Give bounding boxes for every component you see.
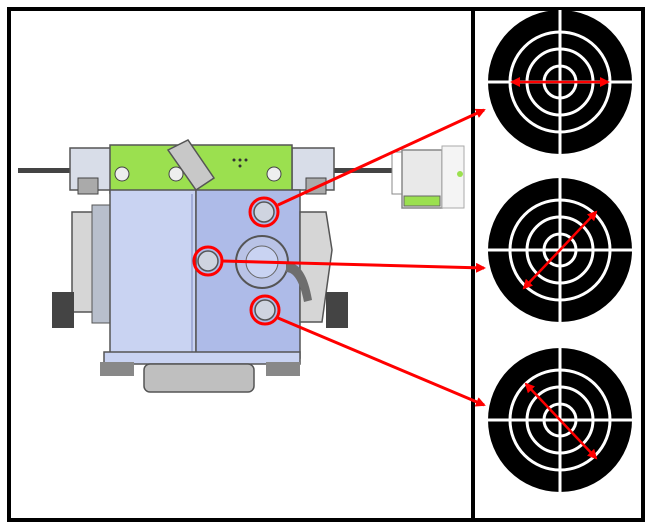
base-foot-right [266,362,300,376]
plate-dot-4 [238,164,242,168]
knob-collar-left [91,204,113,324]
callout-circle-top [248,196,280,228]
callout-arrow-bottom [277,316,486,407]
mount-rod-left [18,168,110,173]
mount-rod-right [320,168,394,173]
reticle-diagonal-up-icon [488,178,632,322]
screw-top-icon [253,201,275,223]
plate-dot-2 [238,158,242,162]
adjust-arrow-diagonal-down [524,382,598,460]
bracket-nut-left [77,177,99,195]
reticle-diagonal-down-icon [488,348,632,492]
spring-clip-icon [286,262,312,302]
mount-base [143,363,255,393]
callout-arrow-top [277,108,486,207]
plate-screw-1-icon [114,166,130,182]
reticle-horizontal-icon [488,10,632,154]
plate-screw-2-icon [168,166,184,182]
accessory-level [391,145,465,209]
callout-arrow-middle [221,259,486,273]
knob-grip-left [52,292,74,328]
plate-dot-3 [244,158,248,162]
plate-dot-1 [232,158,236,162]
mount-post [166,139,216,192]
screw-bottom-icon [254,299,276,321]
plate-screw-3-icon [266,166,282,182]
level-indicator-icon [457,171,463,177]
knob-grip-right [326,292,348,328]
base-foot-left [100,362,134,376]
level-bubble-icon [403,195,441,207]
screw-middle-icon [197,250,219,272]
adjust-arrow-diagonal-up [522,210,598,290]
mount-drawing [18,139,394,393]
mount-body-left [109,189,197,359]
callout-circle-bottom [249,294,281,326]
